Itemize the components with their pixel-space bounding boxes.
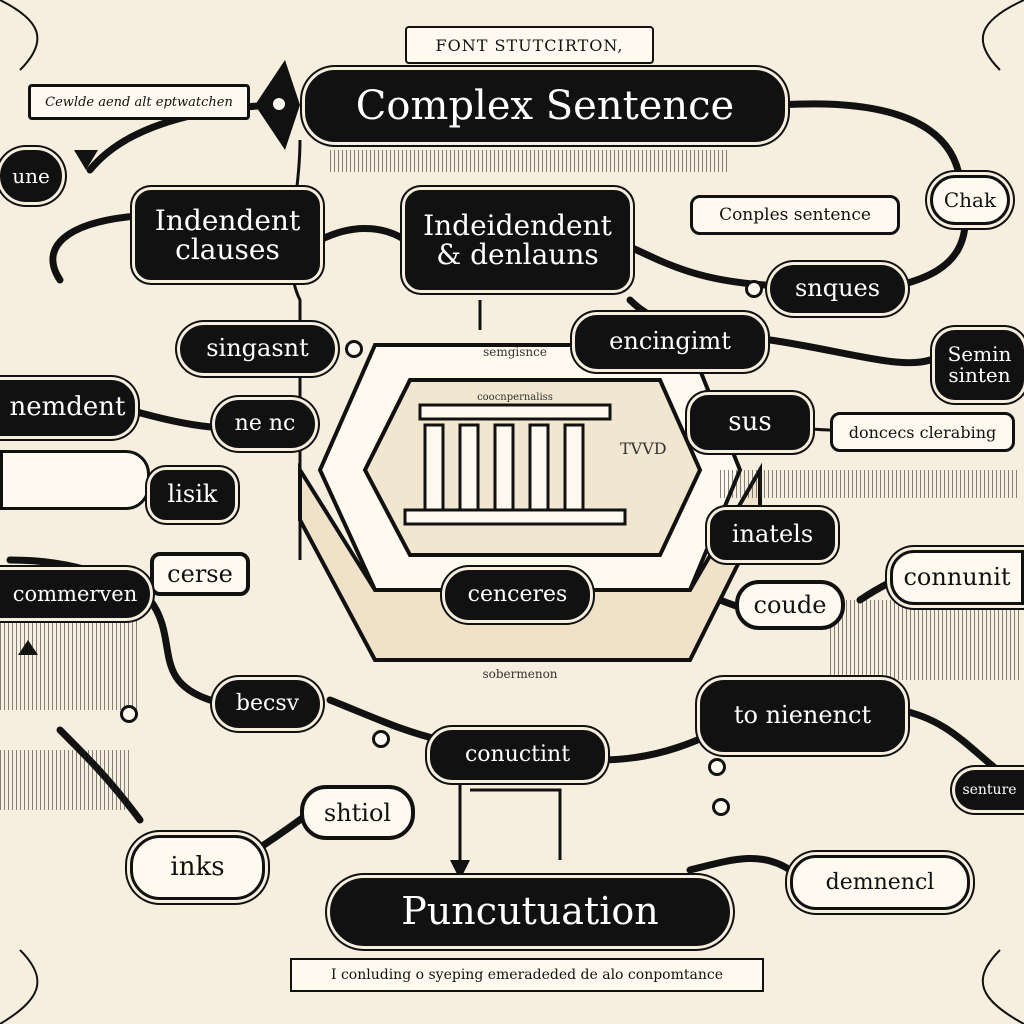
node-donrecs-clerabing[interactable]: doncecs clerabing xyxy=(830,412,1015,452)
node-conuctint[interactable]: conuctint xyxy=(430,730,605,780)
connector-dot xyxy=(120,705,138,723)
node-singasnt[interactable]: singasnt xyxy=(180,325,335,373)
temple-side-label: TVVD xyxy=(620,440,667,458)
node-lisik[interactable]: lisik xyxy=(150,470,235,520)
node-nemdent-detail xyxy=(0,450,150,510)
node-connunit[interactable]: connunit xyxy=(890,550,1024,605)
header-banner: FONT STUTCIRTON, xyxy=(405,26,654,64)
node-inatels[interactable]: inatels xyxy=(710,510,835,560)
node-ne-nc[interactable]: ne nc xyxy=(215,400,315,448)
node-punctuation[interactable]: Puncutuation xyxy=(330,878,730,946)
node-snques[interactable]: snques xyxy=(770,265,905,313)
footer-caption: I conluding o syeping emeradeded de alo … xyxy=(290,958,764,992)
node-sus[interactable]: sus xyxy=(690,395,810,450)
temple-top-label: semgisnce xyxy=(483,346,547,359)
node-shtiol[interactable]: shtiol xyxy=(300,785,415,840)
hatch-band xyxy=(830,600,1020,680)
corner-right-node[interactable]: Chak xyxy=(930,175,1010,225)
hatch-band xyxy=(0,750,130,810)
node-encingimt[interactable]: encingimt xyxy=(575,315,765,369)
connector-dot xyxy=(345,340,363,358)
connector-dot xyxy=(270,95,288,113)
node-commerven[interactable]: commerven xyxy=(0,570,150,618)
connector-dot xyxy=(372,730,390,748)
node-cerse[interactable]: cerse xyxy=(150,552,250,596)
node-comples-sentence[interactable]: Conples sentence xyxy=(690,195,900,235)
title-node[interactable]: Complex Sentence xyxy=(305,70,785,142)
node-coude[interactable]: coude xyxy=(735,580,845,630)
corner-left-node[interactable]: une xyxy=(0,150,62,202)
node-indendent-clauses[interactable]: Indendent clauses xyxy=(135,190,320,280)
node-inks[interactable]: inks xyxy=(130,835,265,900)
node-nemdent[interactable]: nemdent xyxy=(0,380,135,436)
temple-bottom-label: sobermenon xyxy=(482,668,558,681)
temple-inner-label: coocnpernaliss xyxy=(477,392,553,403)
hatch-band xyxy=(0,620,140,710)
node-becsv[interactable]: becsv xyxy=(215,680,320,728)
connector-dot xyxy=(708,758,726,776)
top-left-note: Cewlde aend alt eptwatchen xyxy=(28,84,250,120)
node-senture[interactable]: senture xyxy=(955,770,1024,810)
node-cenceres[interactable]: cenceres xyxy=(445,570,590,620)
node-semnin-sinten[interactable]: Semin sinten xyxy=(935,330,1024,400)
node-demnencl[interactable]: demnencl xyxy=(790,855,970,910)
hatch-band xyxy=(720,470,1020,498)
connector-dot xyxy=(712,798,730,816)
node-to-nienenct[interactable]: to nienenct xyxy=(700,680,905,752)
hatch-band xyxy=(330,150,730,172)
node-independent-denlauns[interactable]: Indeidendent & denlauns xyxy=(405,190,630,290)
connector-dot xyxy=(745,280,763,298)
